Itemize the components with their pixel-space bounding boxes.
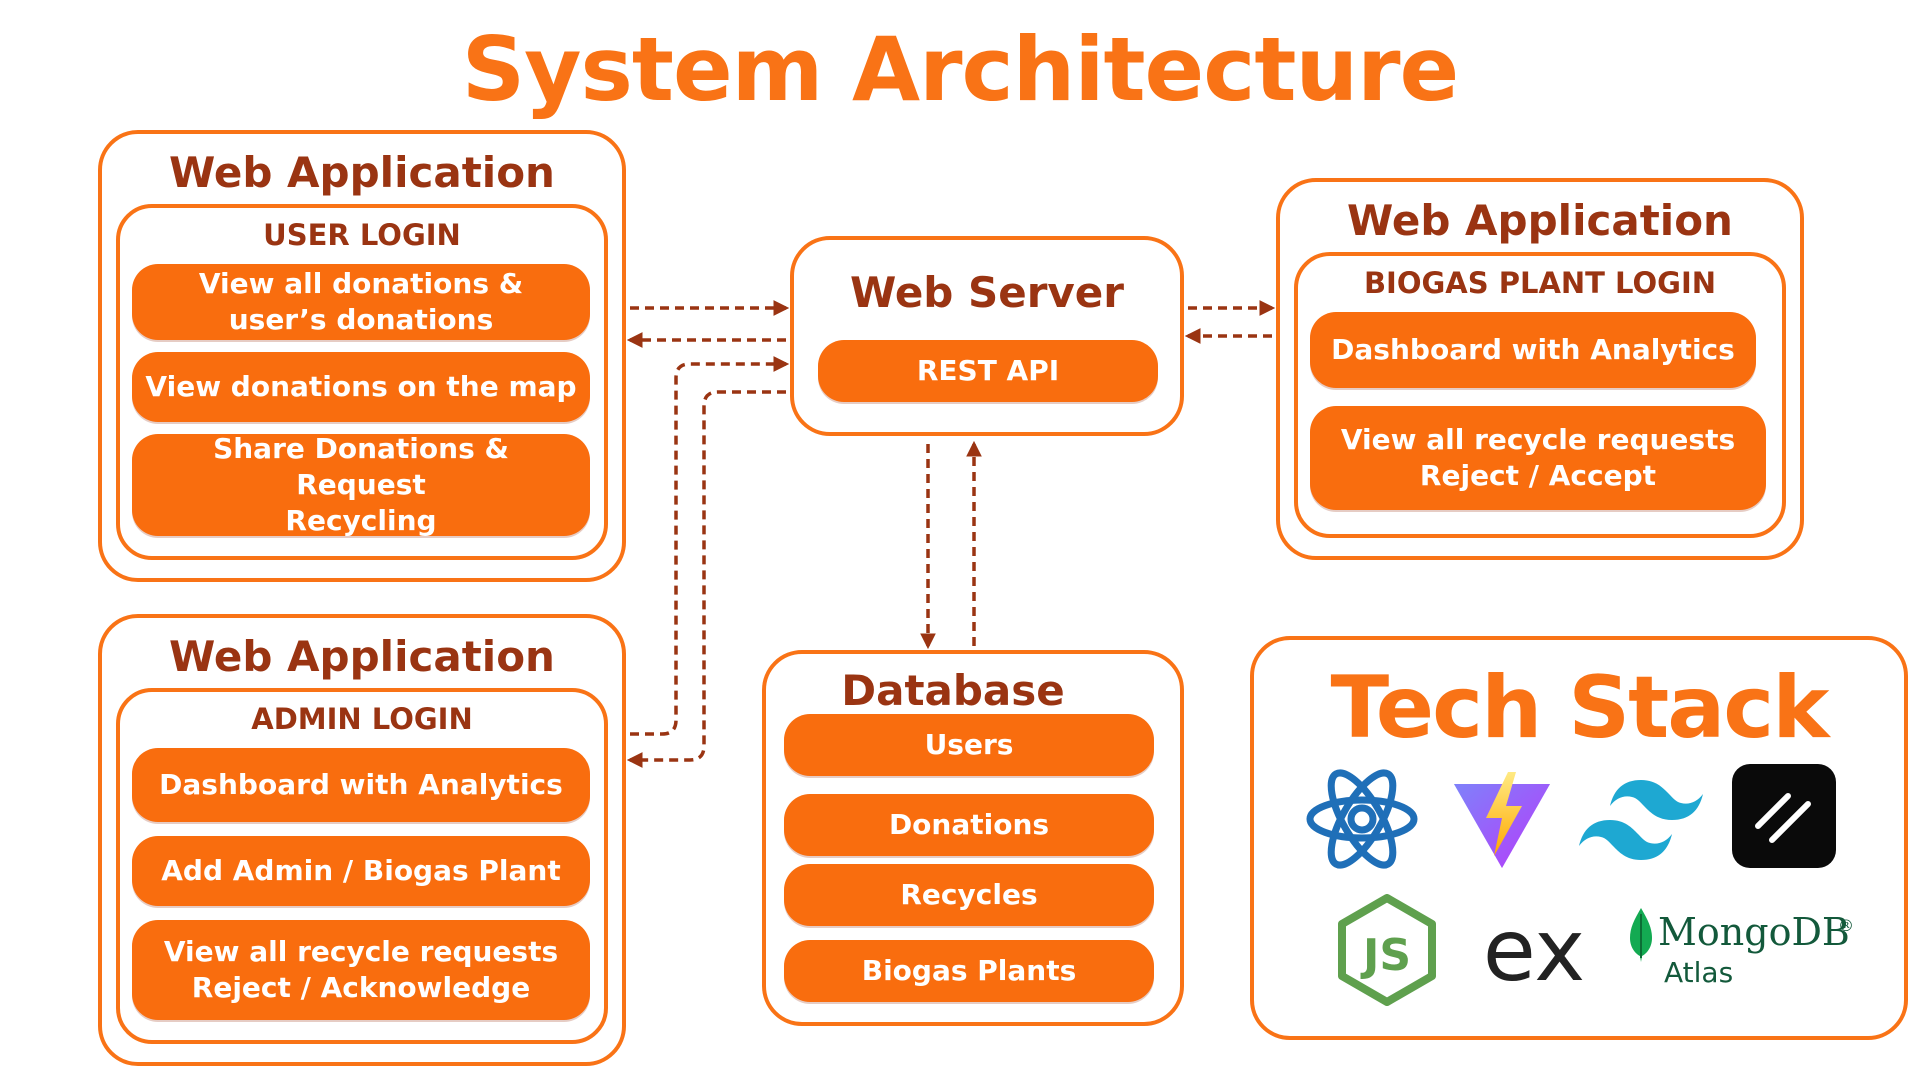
nodejs-label: JS bbox=[1360, 930, 1411, 981]
user-item-map: View donations on the map bbox=[132, 352, 590, 422]
mongodb-registered-mark: ® bbox=[1838, 916, 1854, 935]
biogas-login-title: BIOGAS PLANT LOGIN bbox=[1363, 266, 1717, 300]
web-server-panel: Web Server REST API bbox=[790, 236, 1184, 436]
biogas-item-dashboard: Dashboard with Analytics bbox=[1310, 312, 1756, 388]
express-label: ex bbox=[1483, 910, 1585, 994]
database-title: Database bbox=[841, 666, 1065, 715]
web-server-title: Web Server bbox=[849, 268, 1125, 317]
admin-item-dashboard: Dashboard with Analytics bbox=[132, 748, 590, 822]
user-item-view-donations: View all donations & user’s donations bbox=[132, 264, 590, 340]
arrow-admin-to-server bbox=[630, 356, 790, 736]
db-item-donations: Donations bbox=[784, 794, 1154, 856]
biogas-login-section: BIOGAS PLANT LOGIN Dashboard with Analyt… bbox=[1294, 252, 1786, 538]
express-icon: ex bbox=[1483, 910, 1585, 994]
biogas-web-app-title: Web Application bbox=[1347, 196, 1733, 245]
react-icon bbox=[1306, 769, 1418, 869]
admin-item-recycle: View all recycle requests Reject / Ackno… bbox=[132, 920, 590, 1020]
user-login-title: USER LOGIN bbox=[263, 218, 461, 252]
user-web-app-panel: Web Application USER LOGIN View all dona… bbox=[98, 130, 626, 582]
arrow-server-to-admin bbox=[626, 390, 786, 768]
biogas-item-recycle: View all recycle requests Reject / Accep… bbox=[1310, 406, 1766, 510]
shadcn-icon bbox=[1732, 764, 1836, 868]
atlas-label: Atlas bbox=[1664, 956, 1734, 989]
admin-login-section: ADMIN LOGIN Dashboard with Analytics Add… bbox=[116, 688, 608, 1044]
mongodb-atlas-icon bbox=[1630, 908, 1652, 962]
db-item-users: Users bbox=[784, 714, 1154, 776]
database-panel: Database Users Donations Recycles Biogas… bbox=[762, 650, 1184, 1026]
admin-web-app-panel: Web Application ADMIN LOGIN Dashboard wi… bbox=[98, 614, 626, 1066]
nodejs-icon: JS bbox=[1338, 894, 1436, 1006]
tech-stack-title: Tech Stack bbox=[1330, 658, 1830, 758]
biogas-web-app-panel: Web Application BIOGAS PLANT LOGIN Dashb… bbox=[1276, 178, 1804, 560]
vite-icon bbox=[1454, 772, 1550, 868]
db-item-recycles: Recycles bbox=[784, 864, 1154, 926]
user-item-share: Share Donations & Request Recycling bbox=[132, 432, 590, 537]
tailwind-icon bbox=[1579, 780, 1703, 860]
admin-web-app-title: Web Application bbox=[169, 632, 555, 681]
tech-stack-panel: Tech Stack bbox=[1250, 636, 1908, 1040]
mongodb-label: MongoDB bbox=[1658, 910, 1850, 954]
user-login-section: USER LOGIN View all donations & user’s d… bbox=[116, 204, 608, 560]
admin-item-add: Add Admin / Biogas Plant bbox=[132, 836, 590, 906]
rest-api-pill: REST API bbox=[818, 340, 1158, 402]
admin-login-title: ADMIN LOGIN bbox=[251, 702, 473, 736]
db-item-biogas-plants: Biogas Plants bbox=[784, 940, 1154, 1002]
user-web-app-title: Web Application bbox=[169, 148, 555, 197]
page-title: System Architecture bbox=[461, 18, 1459, 121]
